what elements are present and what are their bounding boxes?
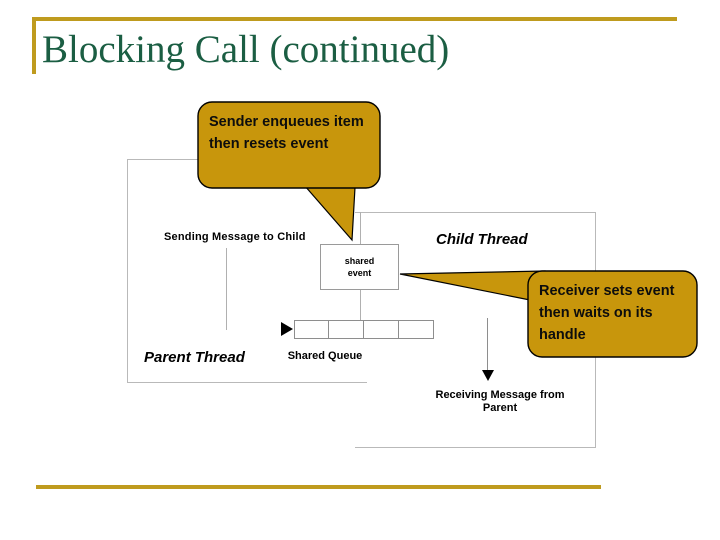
title-rule-top <box>32 17 677 21</box>
parent-flow-line <box>226 248 227 330</box>
queue-cell <box>364 320 399 339</box>
sender-callout-text: Sender enqueues item then resets event <box>209 114 364 152</box>
footer-rule <box>36 485 601 489</box>
shared-queue-label: Shared Queue <box>287 350 363 362</box>
queue-cell <box>294 320 329 339</box>
queue-cell <box>399 320 434 339</box>
queue-enqueue-arrow-icon <box>281 322 293 336</box>
shared-event-line1: shared <box>344 256 375 266</box>
event-line-lower <box>360 290 361 322</box>
slide-title: Blocking Call (continued) <box>42 28 450 71</box>
receiver-callout-text: Receiver sets event then waits on its ha… <box>539 283 675 343</box>
child-flow-line <box>487 318 488 372</box>
queue-cell <box>329 320 364 339</box>
parent-thread-label: Parent Thread <box>144 349 245 366</box>
event-line-upper <box>360 212 361 244</box>
title-rule-left <box>32 17 36 74</box>
child-flow-arrow-icon <box>482 370 494 381</box>
child-action-label: Receiving Message from Parent <box>435 389 565 414</box>
parent-action-label: Sending Message to Child <box>164 231 306 243</box>
shared-event-line2: event <box>347 268 372 278</box>
shared-event-box: shared event <box>320 244 399 290</box>
child-thread-label: Child Thread <box>436 231 528 248</box>
shared-queue <box>294 320 434 339</box>
